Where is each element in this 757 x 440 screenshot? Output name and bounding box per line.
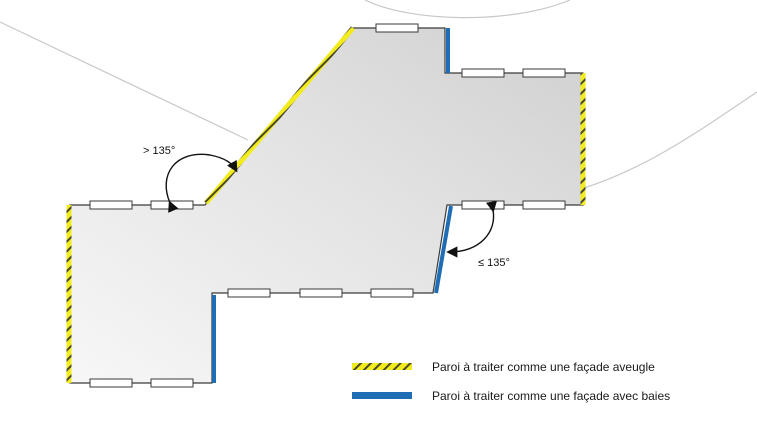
window (89, 378, 133, 388)
window (522, 200, 566, 210)
floor-plan-shape (69, 27, 584, 384)
legend-swatch-openings-icon (352, 392, 412, 399)
window (375, 23, 419, 33)
window (299, 288, 343, 298)
angle-arc-lower (446, 200, 498, 258)
window (461, 200, 505, 210)
window (461, 68, 505, 78)
window (370, 288, 414, 298)
background-arc-right (559, 91, 757, 196)
background-lines (0, 0, 757, 196)
legend-label-blind: Paroi à traiter comme une façade aveugle (432, 360, 655, 374)
window (150, 200, 194, 210)
angle-label-lower: ≤ 135° (478, 257, 510, 269)
window (522, 68, 566, 78)
background-line-left (0, 21, 249, 141)
angle-arc-upper (165, 153, 238, 213)
legend: Paroi à traiter comme une façade aveugle… (352, 360, 670, 403)
window (89, 200, 133, 210)
legend-label-openings: Paroi à traiter comme une façade avec ba… (432, 389, 670, 403)
window (227, 288, 271, 298)
angle-label-upper: > 135° (143, 145, 175, 157)
background-arc-top (364, 0, 571, 19)
window (150, 378, 194, 388)
legend-swatch-blind-icon (352, 363, 412, 370)
